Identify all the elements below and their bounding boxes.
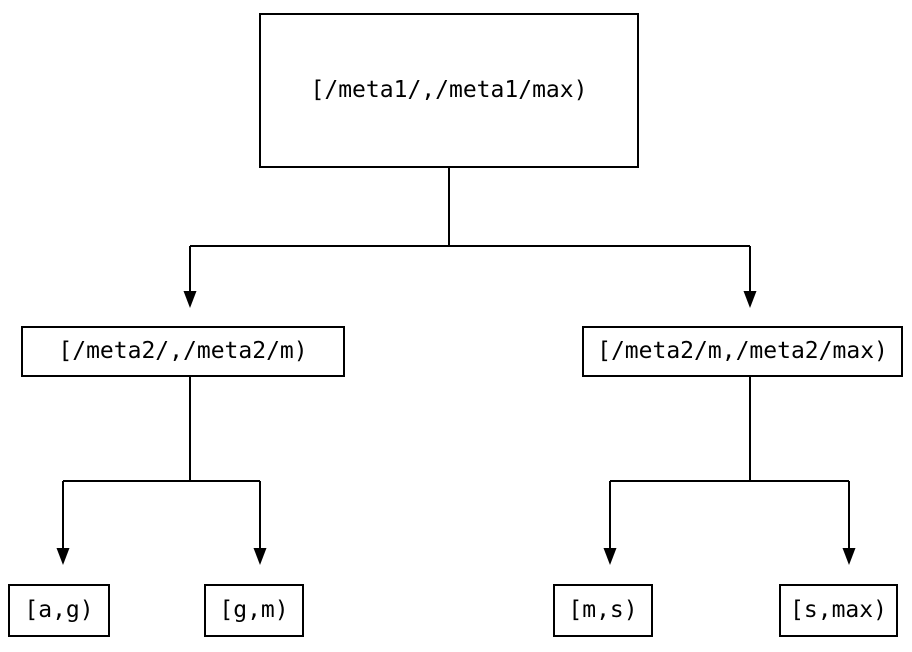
arrowhead-to-leaf-ms [603,548,617,565]
node-leaf-smax: [s,max) [779,584,898,637]
node-left-label: [/meta2/,/meta2/m) [58,338,308,364]
node-right-range: [/meta2/m,/meta2/max) [582,326,903,377]
arrowhead-to-right [743,291,757,308]
node-leaf-ag-label: [a,g) [24,597,94,623]
node-root-label: [/meta1/,/meta1/max) [310,77,588,103]
arrowhead-to-leaf-gm [253,548,267,565]
arrowhead-to-left [183,291,197,308]
node-leaf-gm: [g,m) [204,584,304,637]
node-left-range: [/meta2/,/meta2/m) [21,326,345,377]
node-leaf-ag: [a,g) [8,584,110,637]
node-leaf-ms-label: [m,s) [568,597,638,623]
node-leaf-ms: [m,s) [553,584,653,637]
node-leaf-gm-label: [g,m) [219,597,289,623]
node-root-range: [/meta1/,/meta1/max) [259,13,639,168]
arrowhead-to-leaf-ag [56,548,70,565]
node-right-label: [/meta2/m,/meta2/max) [597,338,888,364]
node-leaf-smax-label: [s,max) [790,597,887,623]
arrowhead-to-leaf-smax [842,548,856,565]
